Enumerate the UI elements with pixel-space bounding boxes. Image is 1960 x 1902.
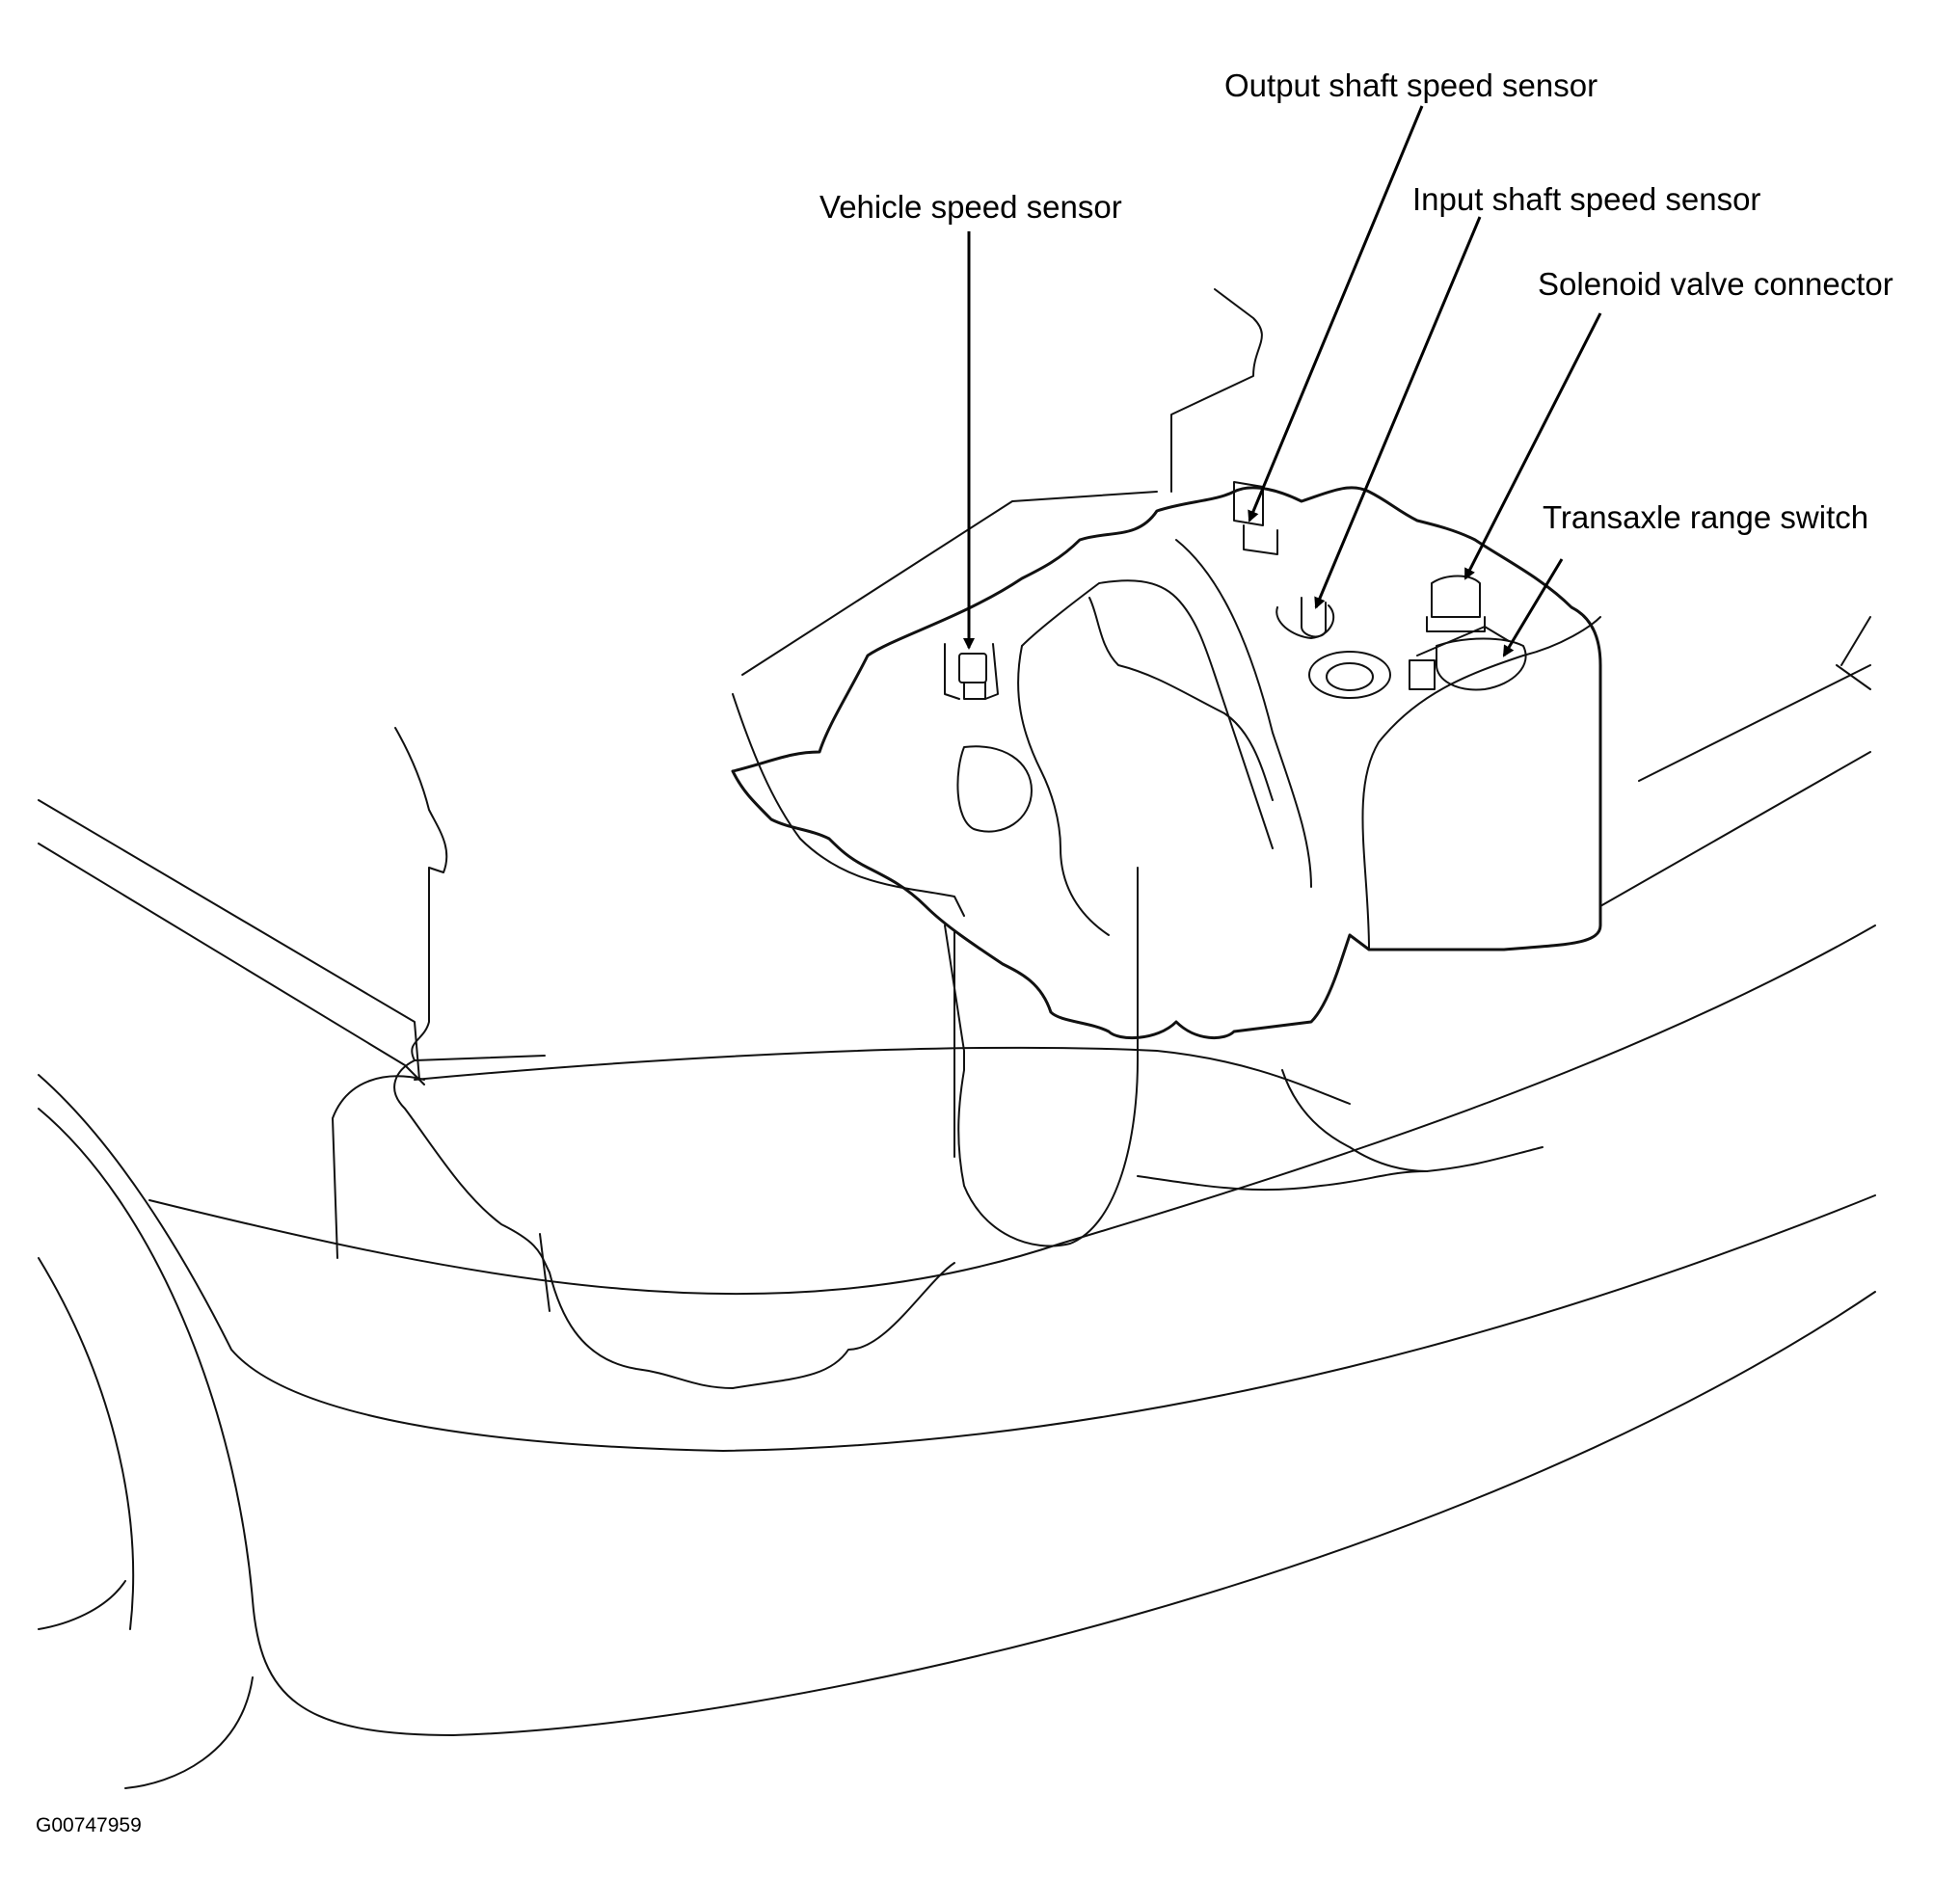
front-cross-member-line xyxy=(148,924,1876,1296)
side-member-lower-line xyxy=(38,843,425,1085)
engine-lower-curve xyxy=(332,1075,425,1259)
side-member-upper-line xyxy=(38,799,420,1081)
transaxle-case-outline xyxy=(731,486,1602,1040)
crossmember-sweep xyxy=(414,1046,1351,1105)
output-shaft-speed-sensor-label: Output shaft speed sensor xyxy=(1224,67,1598,103)
engine-left-flange xyxy=(944,867,1139,1247)
bumper-top-line xyxy=(38,1074,1876,1452)
axle-housing xyxy=(1281,1069,1544,1172)
right-member-rail xyxy=(1840,616,1871,666)
solenoid-valve-connector-leader xyxy=(1463,312,1602,580)
transaxle-assembly xyxy=(332,288,1602,1389)
figure-id: G00747959 xyxy=(36,1814,142,1836)
right-member-upper xyxy=(1638,664,1871,782)
vehicle-speed-sensor-component xyxy=(944,643,999,700)
differential-housing xyxy=(1361,616,1601,951)
engine-front-line xyxy=(732,693,965,917)
transaxle-range-switch-component xyxy=(1409,626,1527,691)
solenoid-valve-connector-label: Solenoid valve connector xyxy=(1538,266,1893,302)
input-shaft-speed-sensor-base xyxy=(1275,604,1335,639)
bumper-lower-curve xyxy=(38,1257,135,1630)
input-shaft-speed-sensor-body xyxy=(1301,597,1327,638)
vehicle-speed-sensor-label: Vehicle speed sensor xyxy=(819,189,1122,225)
callout-labels: Output shaft speed sensor Input shaft sp… xyxy=(36,67,1893,1836)
oil-pan-drain xyxy=(539,1233,550,1312)
output-shaft-speed-sensor-leader xyxy=(1248,105,1424,522)
engine-block-outline xyxy=(394,727,546,1061)
solenoid-connector-base xyxy=(1426,616,1486,632)
output-shaft-speed-sensor-body xyxy=(1233,481,1264,526)
output-flange-ring xyxy=(956,745,1033,833)
filler-cap-outer xyxy=(1308,651,1391,699)
axle-housing-lower xyxy=(1137,1170,1428,1192)
engine-top-line xyxy=(741,491,1158,676)
output-shaft-speed-sensor-component xyxy=(1233,481,1278,555)
input-shaft-speed-sensor-label: Input shaft speed sensor xyxy=(1412,181,1760,217)
oil-pan-outline xyxy=(393,1059,955,1389)
vehicle-body-outline xyxy=(38,616,1876,1789)
vehicle-speed-sensor-stem xyxy=(963,682,986,700)
callout-leaders xyxy=(963,105,1602,657)
solenoid-valve-connector-component xyxy=(1426,575,1486,632)
transaxle-range-switch-label: Transaxle range switch xyxy=(1543,499,1868,535)
vehicle-speed-sensor-body xyxy=(958,653,987,683)
input-shaft-speed-sensor-leader xyxy=(1314,216,1482,609)
vehicle-speed-sensor-mount xyxy=(944,643,999,700)
filler-cap-inner xyxy=(1326,662,1374,691)
intake-pipe-outline xyxy=(1170,288,1263,493)
transaxle-range-switch-leader xyxy=(1502,558,1564,657)
converter-housing xyxy=(1017,645,1110,936)
range-switch-connector xyxy=(1409,659,1436,690)
transaxle-side-cover xyxy=(1021,579,1274,849)
input-shaft-speed-sensor-component xyxy=(1275,597,1335,639)
engine-center-line xyxy=(1088,597,1274,801)
left-wheel-arch-line xyxy=(38,1580,126,1630)
bumper-corner-line xyxy=(124,1676,254,1789)
right-member-lower xyxy=(1599,751,1871,907)
output-shaft-speed-sensor-connector xyxy=(1243,524,1278,555)
solenoid-connector-body xyxy=(1431,575,1481,618)
range-switch-lever xyxy=(1416,626,1510,656)
range-switch-plate xyxy=(1436,637,1527,691)
bumper-front-curve xyxy=(38,1108,1876,1736)
converter-housing-inner xyxy=(1175,539,1312,888)
